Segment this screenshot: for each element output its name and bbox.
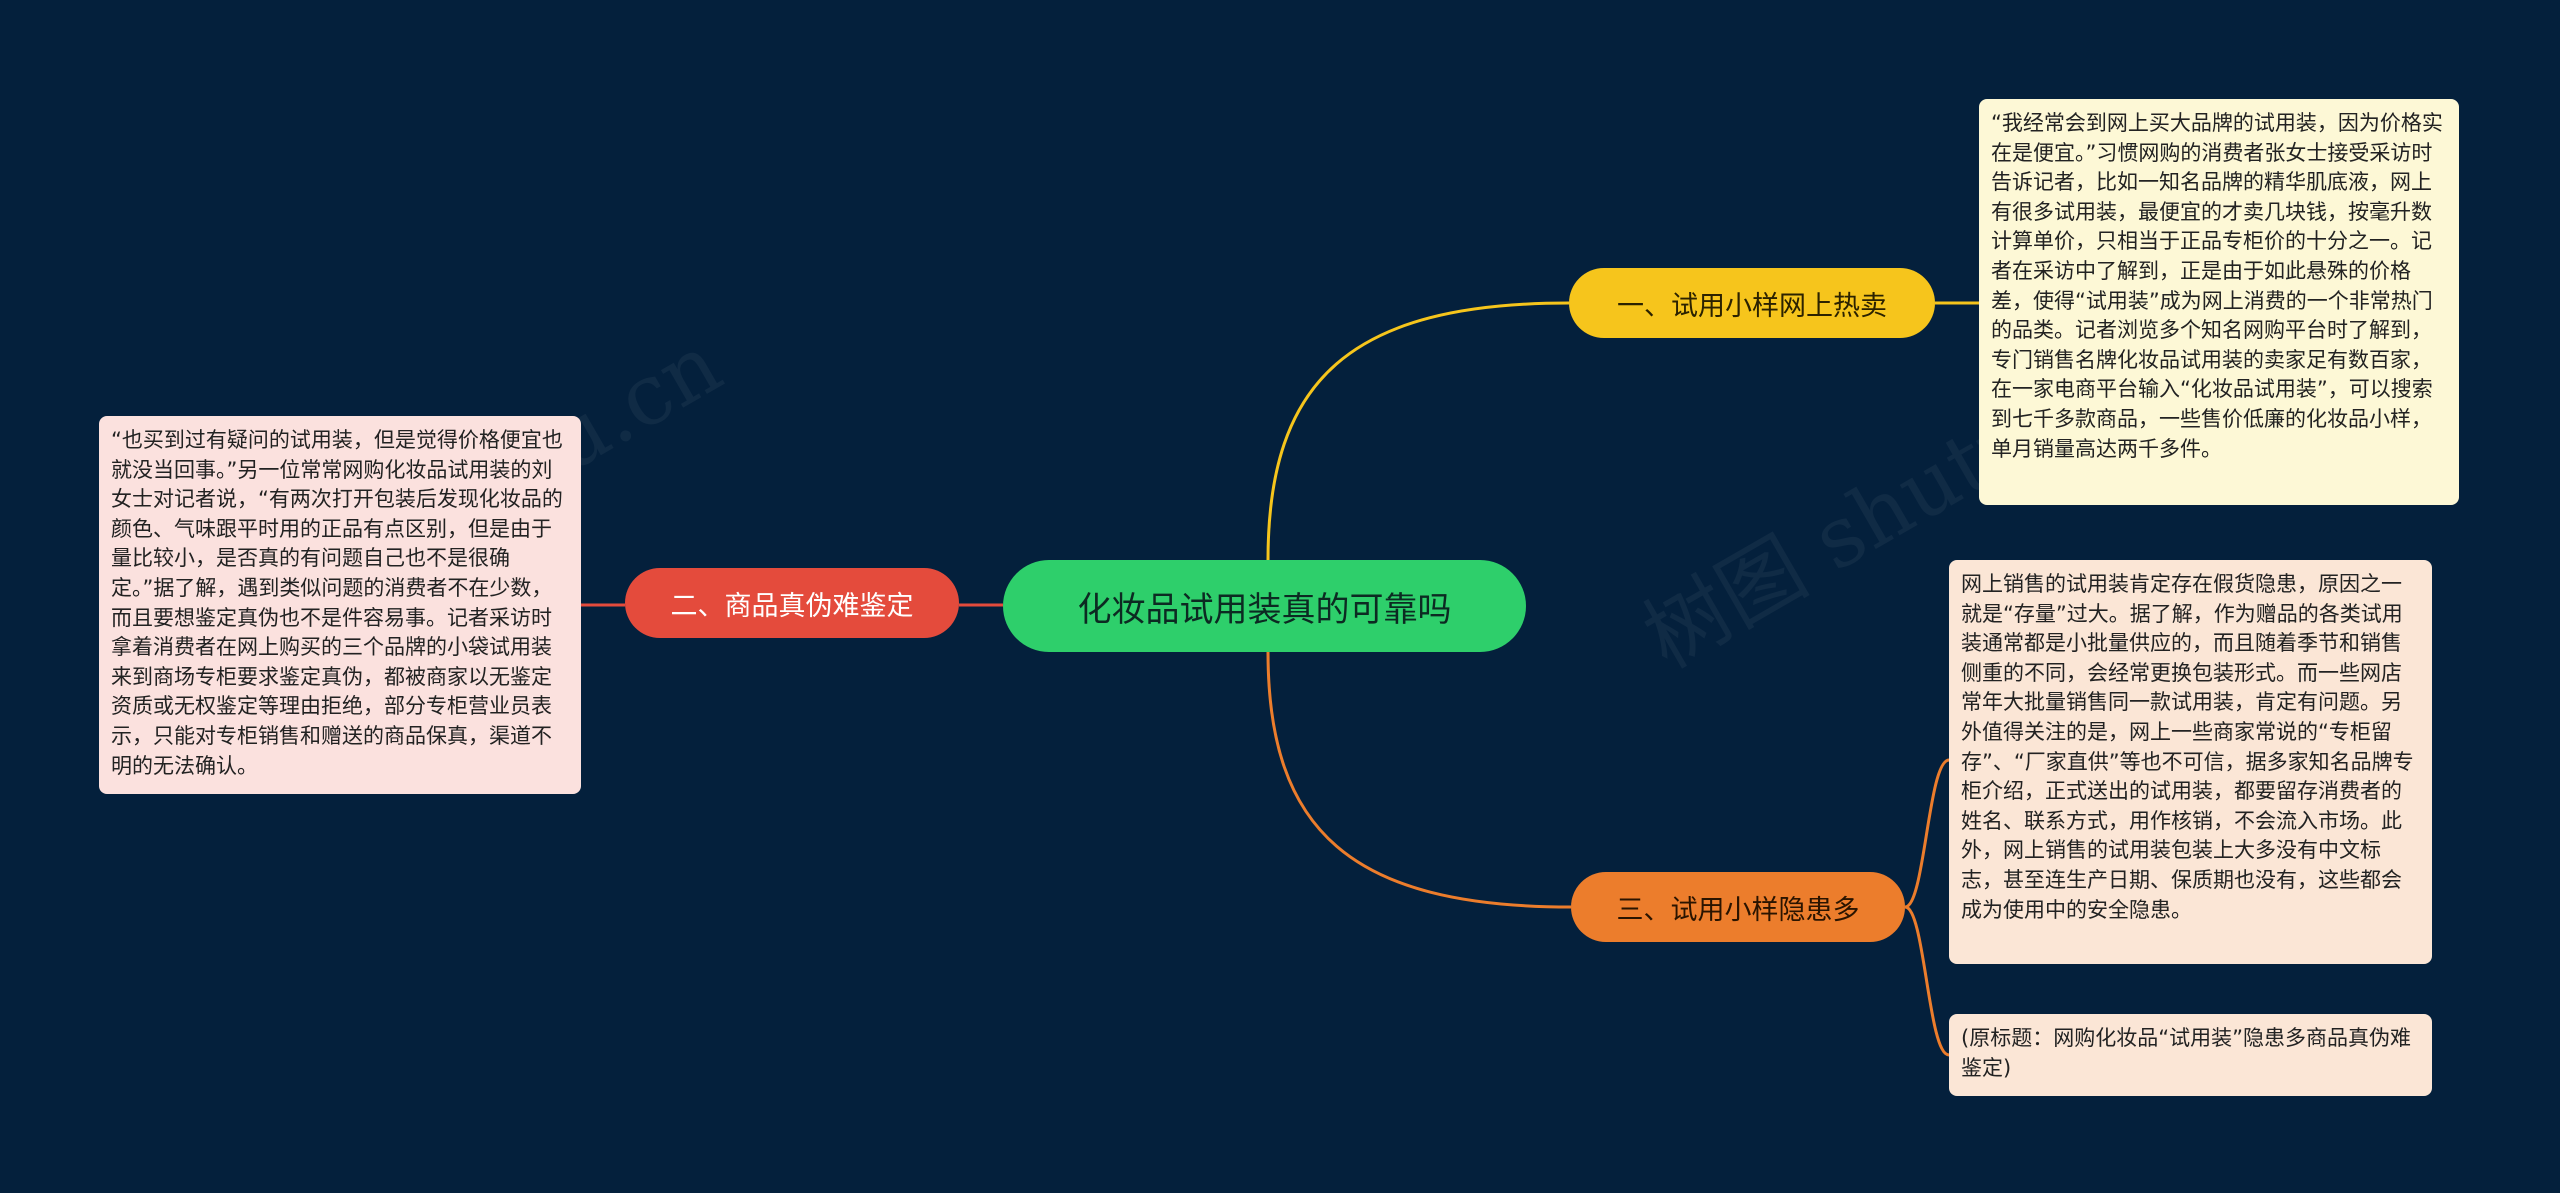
connector-root-branch-3	[1266, 651, 1572, 909]
note-hazards[interactable]: 网上销售的试用装肯定存在假货隐患，原因之一就是“存量”过大。据了解，作为赠品的各…	[1949, 560, 2432, 964]
connector-branch-3-note-2	[1904, 905, 1950, 1057]
root-topic[interactable]: 化妆品试用装真的可靠吗	[1003, 560, 1526, 652]
note-hot-sale[interactable]: “我经常会到网上买大品牌的试用装，因为价格实在是便宜。”习惯网购的消费者张女士接…	[1979, 99, 2459, 505]
note-original-title[interactable]: (原标题：网购化妆品“试用装”隐患多商品真伪难鉴定)	[1949, 1014, 2432, 1096]
branch-topic-hazards[interactable]: 三、试用小样隐患多	[1571, 872, 1905, 942]
branch-topic-authenticity[interactable]: 二、商品真伪难鉴定	[625, 568, 959, 638]
connector-branch-3-note-1	[1904, 758, 1950, 909]
note-authenticity[interactable]: “也买到过有疑问的试用装，但是觉得价格便宜也就没当回事。”另一位常常网购化妆品试…	[99, 416, 581, 794]
branch-topic-hot-sale[interactable]: 一、试用小样网上热卖	[1569, 268, 1935, 338]
connector-root-branch-1	[1266, 301, 1570, 561]
